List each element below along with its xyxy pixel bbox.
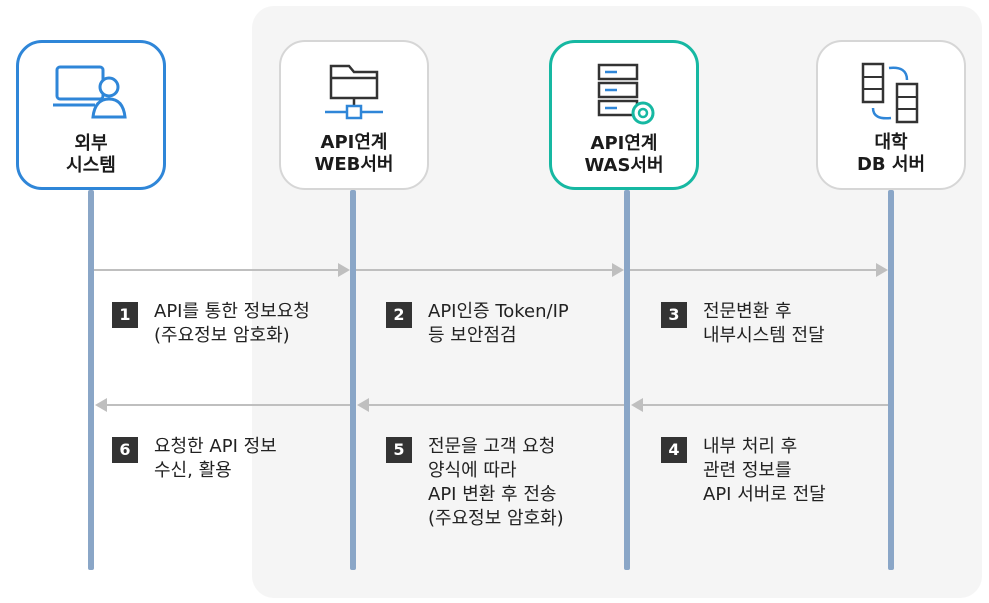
node-db-server: 대학 DB 서버: [816, 40, 966, 190]
step-number-badge: 6: [112, 437, 138, 463]
step-text-line: API를 통한 정보요청: [154, 301, 310, 322]
node-was-server: API연계 WAS서버: [549, 40, 699, 190]
step-number-badge: 5: [386, 437, 412, 463]
arrow-request-ext-web: [94, 269, 340, 271]
step-text-line: API 서버로 전달: [703, 484, 826, 505]
arrow-response-db-was: [642, 404, 888, 406]
step-3: 3 전문변환 후 내부시스템 전달: [661, 300, 825, 348]
step-text-line: 등 보안점검: [428, 325, 517, 346]
step-text-line: 관련 정보를: [703, 460, 792, 481]
step-4: 4 내부 처리 후 관련 정보를 API 서버로 전달: [661, 435, 826, 507]
step-text-line: API인증 Token/IP: [428, 301, 569, 322]
step-text-line: (주요정보 암호화): [428, 508, 564, 529]
step-text-line: 전문을 고객 요청: [428, 436, 556, 457]
step-text-line: API 변환 후 전송: [428, 484, 557, 505]
step-number-badge: 4: [661, 437, 687, 463]
arrowhead-right: [612, 263, 624, 277]
step-5: 5 전문을 고객 요청 양식에 따라 API 변환 후 전송 (주요정보 암호화…: [386, 435, 564, 531]
step-number-badge: 2: [386, 302, 412, 328]
computer-user-icon: [51, 59, 131, 127]
step-number-badge: 1: [112, 302, 138, 328]
arrowhead-right: [876, 263, 888, 277]
step-2: 2 API인증 Token/IP 등 보안점검: [386, 300, 569, 348]
arrow-response-web-ext: [106, 404, 350, 406]
lifeline-web: [350, 190, 356, 570]
database-servers-icon: [853, 58, 929, 132]
node-label-line2: 시스템: [66, 155, 116, 176]
lifeline-external: [88, 190, 94, 570]
node-label-line1: 외부: [74, 133, 108, 154]
node-label-line2: WAS서버: [584, 155, 664, 176]
lifeline-db: [888, 190, 894, 570]
server-gear-icon: [589, 59, 659, 133]
arrowhead-left: [631, 398, 643, 412]
node-label-line2: WEB서버: [314, 154, 394, 175]
step-text-line: (주요정보 암호화): [154, 325, 290, 346]
step-1: 1 API를 통한 정보요청 (주요정보 암호화): [112, 300, 310, 348]
arrow-request-was-db: [630, 269, 878, 271]
step-text-line: 내부시스템 전달: [703, 325, 825, 346]
node-web-server: API연계 WEB서버: [279, 40, 429, 190]
step-text-line: 내부 처리 후: [703, 436, 798, 457]
arrow-response-was-web: [368, 404, 624, 406]
arrowhead-left: [95, 398, 107, 412]
arrow-request-web-was: [356, 269, 614, 271]
node-external-system: 외부 시스템: [16, 40, 166, 190]
node-label-line2: DB 서버: [856, 154, 926, 175]
arrowhead-right: [338, 263, 350, 277]
arrowhead-left: [357, 398, 369, 412]
step-text-line: 양식에 따라: [428, 460, 517, 481]
step-text-line: 전문변환 후: [703, 301, 792, 322]
lifeline-was: [624, 190, 630, 570]
node-label-line1: API연계: [320, 132, 388, 153]
folder-network-icon: [319, 58, 389, 128]
step-text-line: 요청한 API 정보: [154, 436, 277, 457]
step-6: 6 요청한 API 정보 수신, 활용: [112, 435, 277, 483]
step-text-line: 수신, 활용: [154, 460, 232, 481]
step-number-badge: 3: [661, 302, 687, 328]
node-label-line1: 대학: [874, 132, 908, 153]
node-label-line1: API연계: [590, 133, 658, 154]
